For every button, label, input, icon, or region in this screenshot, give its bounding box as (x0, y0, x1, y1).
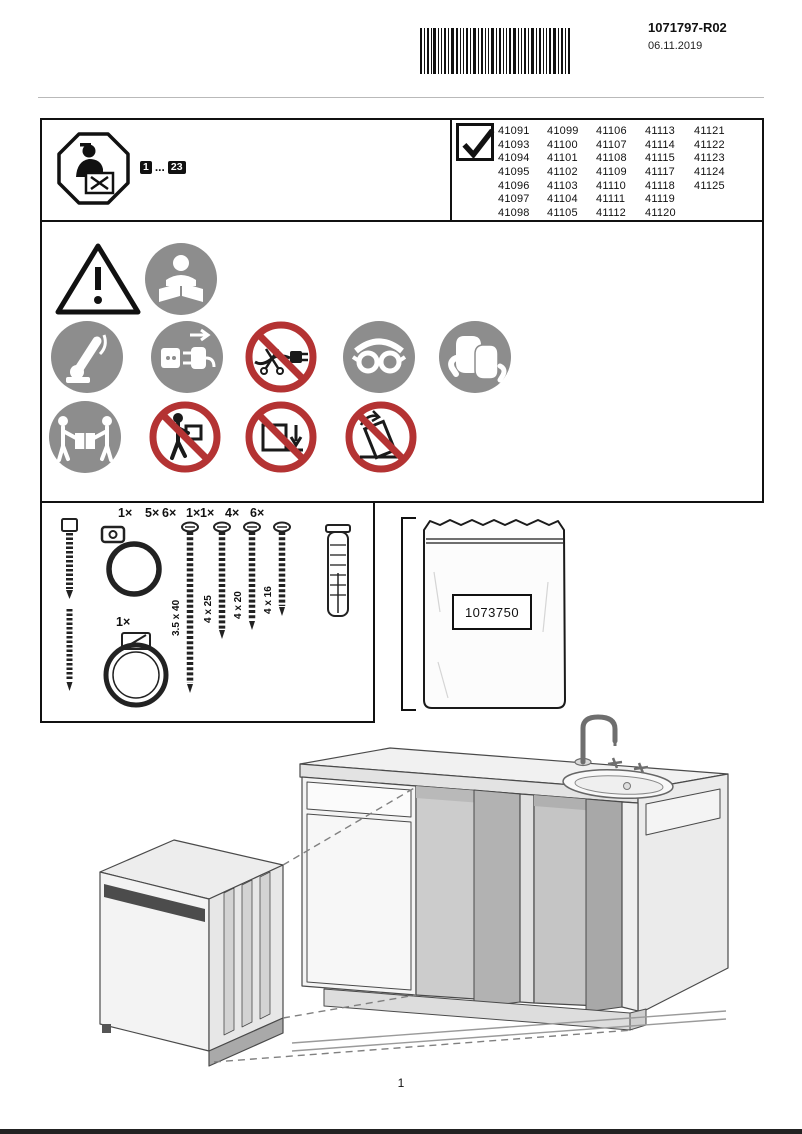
hose-clamp-count: 1× (116, 615, 131, 629)
wall-anchor-icon (325, 524, 351, 617)
part-count-label: 5× (145, 506, 160, 520)
model-number: 41100 (547, 138, 578, 151)
model-number: 41119 (645, 193, 675, 206)
no-tilt-transport-icon (345, 401, 417, 473)
model-number: 41121 (694, 125, 725, 137)
part-count-label: 1× (200, 506, 215, 520)
grouping-bracket (401, 517, 416, 711)
doc-number: 1071797-R02 (648, 20, 727, 35)
model-number: 41120 (645, 207, 676, 220)
part-count-label: 4× (225, 506, 240, 520)
model-number: 41110 (596, 179, 626, 192)
two-person-lift-icon (49, 401, 121, 473)
model-number: 41107 (596, 138, 627, 151)
model-number: 41112 (596, 207, 626, 220)
switch-off-icon (51, 321, 123, 393)
page-end-chip: 23 (167, 160, 186, 174)
qualified-installer-icon (57, 132, 130, 205)
page-range: 1 ... 23 (140, 160, 186, 174)
no-single-person-carry-icon (149, 401, 221, 473)
hose-clamp-icon (103, 632, 169, 708)
model-number: 41105 (547, 207, 578, 220)
pipe-clamp-icon (100, 525, 162, 597)
model-number: 41118 (645, 179, 675, 192)
warning-triangle-icon (55, 243, 141, 315)
safety-glasses-icon (343, 321, 415, 393)
check-icon (462, 128, 495, 159)
model-number: 41115 (645, 152, 675, 165)
model-number: 41125 (694, 179, 725, 192)
model-checkbox (456, 123, 495, 161)
model-number: 41097 (498, 193, 530, 206)
model-number: 41113 (645, 125, 675, 137)
cable-tie-icon (61, 518, 78, 691)
part-count-label: 1× (118, 506, 133, 520)
page-number: 1 (397, 1076, 405, 1090)
page-dots: ... (154, 160, 165, 174)
box-divider (450, 120, 452, 220)
model-number: 41122 (694, 138, 725, 151)
top-divider (38, 97, 764, 98)
model-number: 41098 (498, 207, 530, 220)
bottom-edge (0, 1129, 802, 1134)
model-number: 41111 (596, 193, 626, 206)
no-cut-cable-icon (245, 321, 317, 393)
model-number: 41095 (498, 166, 530, 179)
faucet (574, 714, 649, 774)
model-number: 41102 (547, 166, 578, 179)
protective-gloves-icon (439, 321, 511, 393)
model-number: 41096 (498, 179, 530, 192)
sink (562, 768, 674, 800)
model-number: 41104 (547, 193, 578, 206)
part-count-label: 1× (186, 506, 201, 520)
screw-size-label: 3.5 x 40 (171, 599, 182, 636)
dishwasher (99, 839, 284, 1067)
screw-size-label: 4 x 16 (263, 586, 274, 614)
model-number: 41099 (547, 125, 579, 137)
model-number: 41091 (498, 125, 530, 137)
model-number: 41109 (596, 166, 627, 179)
part-count-label: 6× (250, 506, 265, 520)
parts-illustration (61, 518, 351, 708)
safety-icons-panel (40, 220, 764, 503)
model-number: 41117 (645, 166, 675, 179)
unplug-icon (151, 321, 223, 393)
model-number: 41114 (645, 138, 675, 151)
hardware-parts-box: 1× 5× 6× 1× 1× 4× 6× (40, 501, 375, 723)
no-load-on-open-door-icon (245, 401, 317, 473)
guide-lines (213, 786, 634, 1063)
model-number: 41093 (498, 138, 530, 151)
page-start-chip: 1 (140, 160, 152, 174)
installation-scene (99, 714, 729, 1067)
screw-icon (181, 521, 291, 693)
model-number: 41103 (547, 179, 578, 192)
screw-size-label: 4 x 20 (233, 591, 244, 619)
doc-date: 06.11.2019 (648, 40, 703, 52)
model-number: 41106 (596, 125, 627, 137)
barcode (420, 28, 570, 74)
model-number: 41101 (547, 152, 578, 165)
model-number: 41123 (694, 152, 725, 165)
model-number: 41124 (694, 166, 725, 179)
screw-size-label: 4 x 25 (203, 595, 214, 623)
read-manual-icon (145, 243, 217, 315)
bag-part-number: 1073750 (452, 594, 532, 630)
part-count-label: 6× (162, 506, 177, 520)
plinth-rails (291, 1010, 727, 1052)
model-number: 41108 (596, 152, 627, 165)
model-number: 41094 (498, 152, 530, 165)
